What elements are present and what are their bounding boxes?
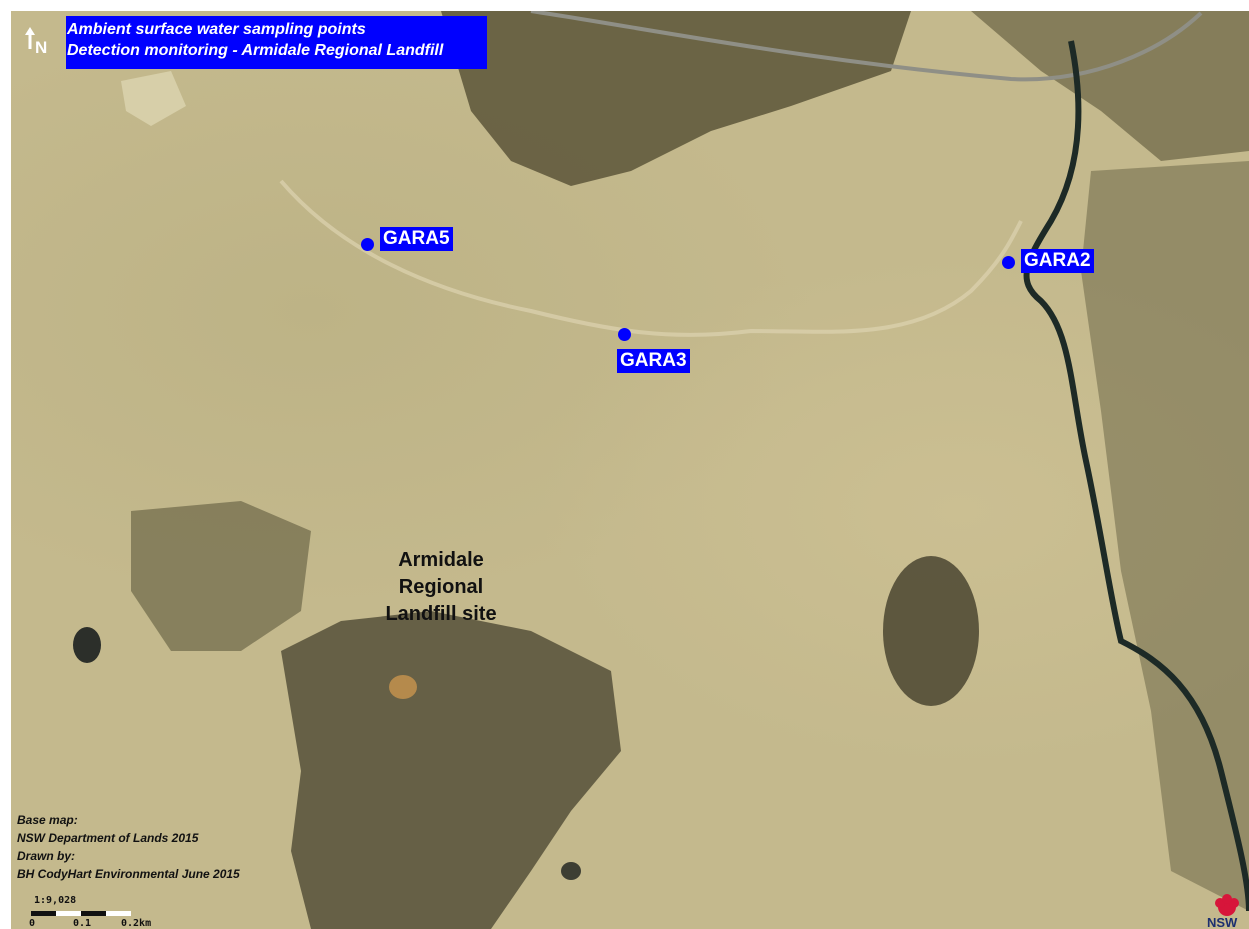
landfill-site-label: Armidale Regional Landfill site <box>366 547 516 628</box>
nsw-logo-text: NSW <box>1207 915 1238 929</box>
tree-clump <box>883 556 979 706</box>
site-label-line: Armidale <box>398 549 484 571</box>
creek <box>1023 40 1249 912</box>
map-credits: Base map: NSW Department of Lands 2015 D… <box>17 811 240 883</box>
woodland-northeast <box>971 11 1249 161</box>
sampling-point-gara3[interactable] <box>618 328 631 341</box>
credit-line: Drawn by: <box>17 849 76 863</box>
aerial-imagery <box>73 11 1249 929</box>
map-title-line: Detection monitoring - Armidale Regional… <box>67 42 444 59</box>
scale-tick: 0 <box>29 918 36 929</box>
dam <box>121 71 186 126</box>
scale-tick: 0.2km <box>121 918 152 929</box>
woodland-north <box>441 11 911 186</box>
credit-line: BH CodyHart Environmental June 2015 <box>17 867 240 881</box>
sampling-point-gara2[interactable] <box>1002 256 1015 269</box>
credit-line: NSW Department of Lands 2015 <box>17 831 199 845</box>
north-arrow <box>23 27 53 63</box>
drainage-line <box>279 179 1023 337</box>
scale-bar-graphic <box>31 911 131 916</box>
north-arrow-icon <box>25 27 35 49</box>
dam <box>561 862 581 880</box>
credit-line: Base map: <box>17 813 78 827</box>
woodland-south <box>281 611 621 929</box>
scale-tick: 0.1 <box>73 918 92 929</box>
sampling-point-label-gara2: GARA2 <box>1021 249 1094 273</box>
site-label-line: Landfill site <box>385 603 497 625</box>
sampling-point-gara5[interactable] <box>361 238 374 251</box>
aerial-map[interactable]: N Ambient surface water sampling points … <box>11 11 1249 929</box>
map-title: Ambient surface water sampling points De… <box>66 16 487 69</box>
nsw-waratah-logo-icon <box>1215 894 1239 916</box>
north-label: N <box>35 38 48 57</box>
sampling-point-label-gara5: GARA5 <box>380 227 453 251</box>
road <box>530 11 1203 82</box>
dam <box>389 675 417 699</box>
dam <box>73 627 101 663</box>
scale-ratio: 1:9,028 <box>34 895 77 906</box>
woodland-west <box>131 501 311 651</box>
woodland-east <box>1081 161 1249 911</box>
site-label-line: Regional <box>398 576 484 598</box>
sampling-point-label-gara3: GARA3 <box>617 349 690 373</box>
map-title-line: Ambient surface water sampling points <box>67 21 366 38</box>
scale-bar: 1:9,028 0 0.1 0.2km <box>27 895 177 929</box>
